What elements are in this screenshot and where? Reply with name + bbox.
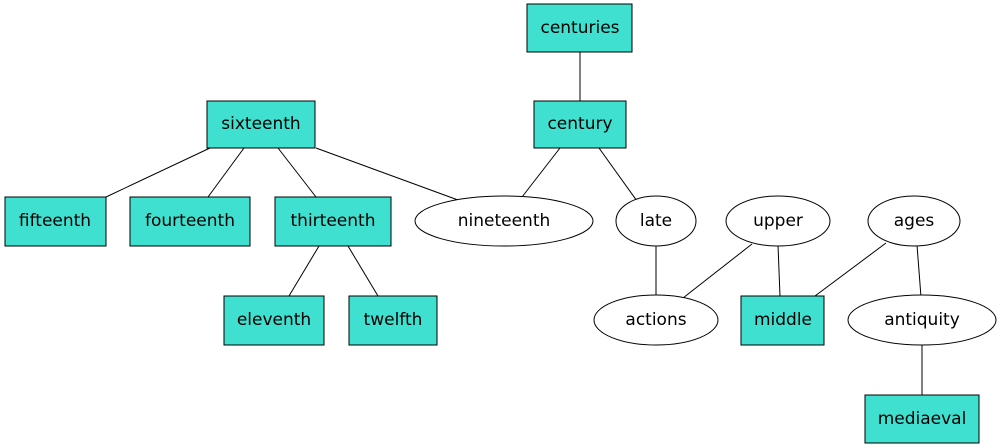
node-thirteenth-label: thirteenth <box>291 211 376 231</box>
edge-sixteenth-fourteenth <box>207 147 245 198</box>
node-actions-label: actions <box>625 310 686 330</box>
node-upper-label: upper <box>753 211 803 231</box>
node-middle: middle <box>740 295 825 346</box>
node-fourteenth: fourteenth <box>129 196 251 247</box>
node-middle-label: middle <box>754 310 812 330</box>
edge-thirteenth-eleventh <box>288 245 320 297</box>
node-upper: upper <box>725 195 831 247</box>
node-ages-label: ages <box>894 211 935 231</box>
edge-century-late <box>598 147 638 202</box>
edge-thirteenth-twelfth <box>347 245 379 297</box>
edge-century-nineteenth <box>521 147 561 198</box>
node-nineteenth-label: nineteenth <box>458 211 551 231</box>
edge-sixteenth-fifteenth <box>105 147 211 198</box>
node-late-label: late <box>640 211 672 231</box>
node-ages: ages <box>867 195 961 247</box>
node-century-label: century <box>547 114 612 134</box>
node-actions: actions <box>593 294 719 346</box>
node-fourteenth-label: fourteenth <box>145 211 235 231</box>
edges <box>105 52 923 395</box>
node-late: late <box>615 195 697 247</box>
node-eleventh: eleventh <box>223 295 325 346</box>
edge-sixteenth-nineteenth <box>315 147 459 201</box>
node-sixteenth: sixteenth <box>206 100 316 149</box>
node-fifteenth: fifteenth <box>4 196 107 247</box>
edge-sixteenth-thirteenth <box>277 147 317 198</box>
node-centuries-label: centuries <box>540 18 619 38</box>
node-mediaeval: mediaeval <box>864 394 980 444</box>
node-twelfth: twelfth <box>348 295 438 346</box>
edge-ages-antiquity <box>916 244 922 298</box>
node-sixteenth-label: sixteenth <box>221 114 300 134</box>
edge-ages-middle <box>814 242 887 297</box>
node-mediaeval-label: mediaeval <box>878 409 967 429</box>
node-antiquity: antiquity <box>847 294 997 346</box>
node-fifteenth-label: fifteenth <box>19 211 91 231</box>
node-centuries: centuries <box>526 3 633 53</box>
node-century: century <box>533 100 627 149</box>
node-antiquity-label: antiquity <box>884 310 960 330</box>
node-twelfth-label: twelfth <box>364 310 423 330</box>
edge-upper-middle <box>777 244 781 297</box>
edge-upper-actions <box>682 243 753 299</box>
node-thirteenth: thirteenth <box>274 196 392 247</box>
node-nineteenth: nineteenth <box>414 195 594 247</box>
node-eleventh-label: eleventh <box>237 310 311 330</box>
